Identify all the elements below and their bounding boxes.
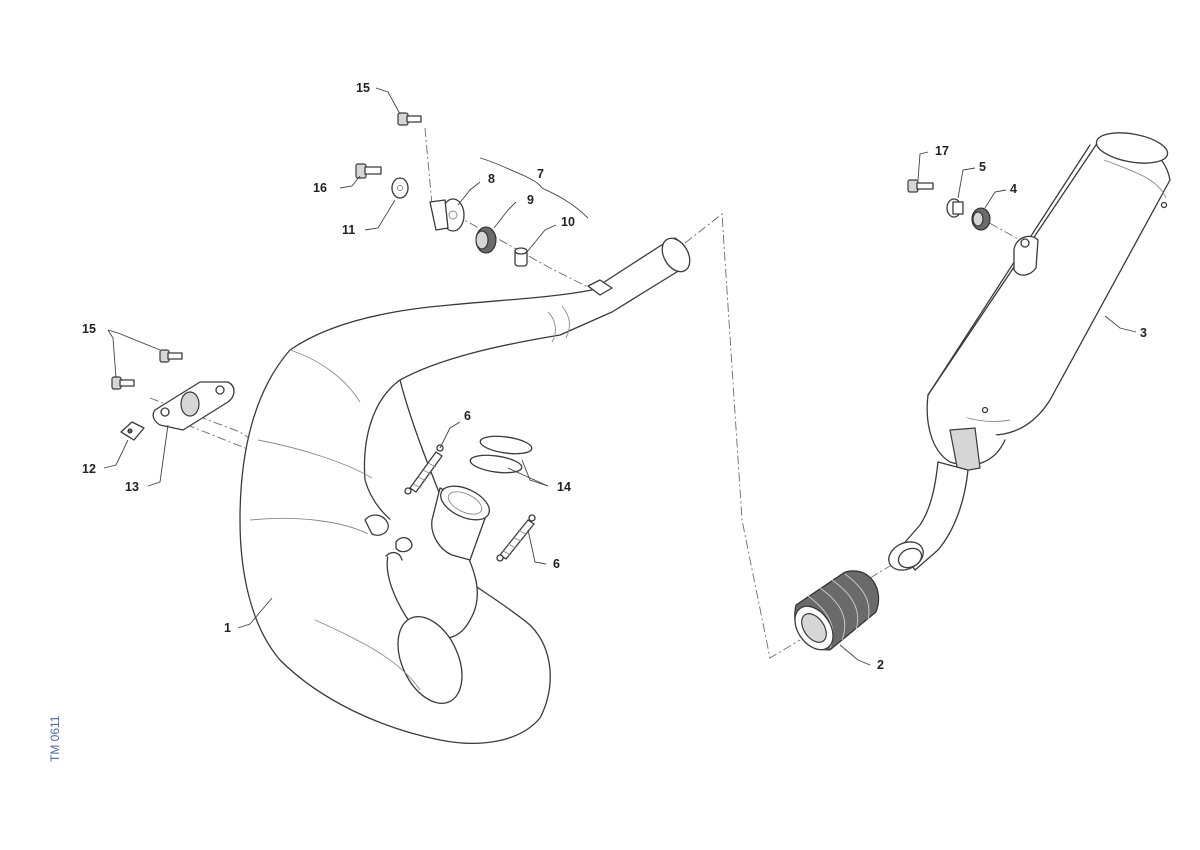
rubber-grommet	[475, 226, 497, 254]
callout-12: 12	[82, 462, 96, 476]
bolt-upper	[397, 112, 422, 126]
callout-1: 1	[224, 621, 231, 635]
spacer-silencer	[946, 198, 964, 218]
callout-7: 7	[537, 167, 544, 181]
callout-3: 3	[1140, 326, 1147, 340]
bushing-flanged	[429, 198, 465, 232]
mounting-bracket	[152, 381, 235, 431]
o-rings	[469, 435, 533, 474]
callout-4: 4	[1010, 182, 1017, 196]
bolt-silencer	[907, 179, 934, 193]
callout-6-lower: 6	[553, 557, 560, 571]
spring-upper	[404, 444, 444, 495]
leader-lines	[103, 87, 1137, 666]
clip-nut	[120, 421, 145, 441]
callout-9: 9	[527, 193, 534, 207]
callout-5: 5	[979, 160, 986, 174]
callout-15-left: 15	[82, 322, 96, 336]
callout-11: 11	[342, 223, 355, 237]
bolt-side	[355, 163, 382, 179]
callout-14: 14	[557, 480, 571, 494]
callout-10: 10	[561, 215, 575, 229]
spacer-sleeve	[514, 247, 528, 267]
rubber-coupler	[794, 570, 880, 651]
callout-15-upper: 15	[356, 81, 370, 95]
bolt-bracket-upper	[159, 349, 183, 363]
washer	[391, 177, 409, 199]
silencer	[888, 132, 1171, 571]
callout-13: 13	[125, 480, 139, 494]
spring-lower	[496, 514, 536, 562]
callout-2: 2	[877, 658, 884, 672]
header-inlet-flange	[431, 485, 490, 561]
callout-6-upper: 6	[464, 409, 471, 423]
exhaust-header-pipe	[239, 237, 691, 744]
callouts: 15 16 11 8 7 9 10 6 14 6 15 12 13 1 2 3 …	[82, 81, 1147, 672]
bolt-bracket-lower	[111, 376, 135, 390]
group-brace	[479, 157, 589, 219]
grommet-silencer	[971, 207, 991, 231]
drawing-code: TM 0611	[48, 715, 62, 762]
callout-16: 16	[313, 181, 327, 195]
callout-8: 8	[488, 172, 495, 186]
callout-17: 17	[935, 144, 949, 158]
